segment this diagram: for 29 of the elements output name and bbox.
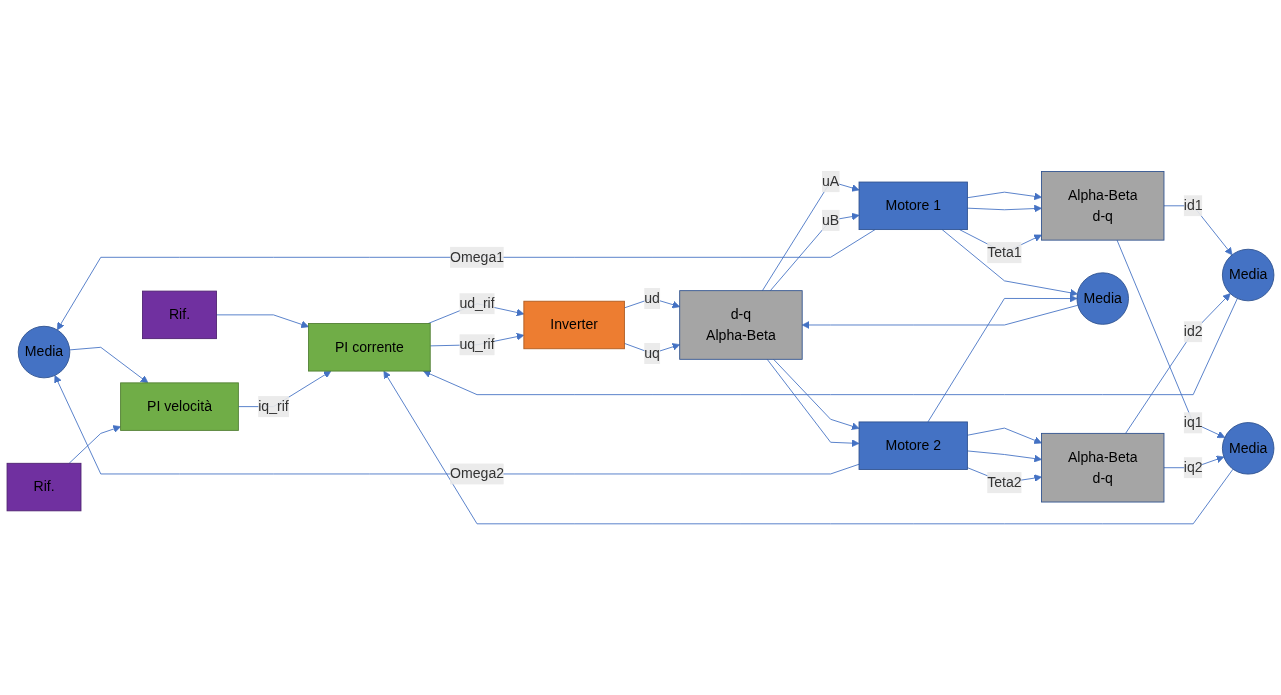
edge-label: uA xyxy=(821,173,840,189)
edge-label: uB xyxy=(821,212,840,228)
edge-label: iq1 xyxy=(1183,414,1203,430)
edge-label: Omega2 xyxy=(450,466,505,482)
node-box: Motore 2 xyxy=(858,421,968,470)
node-box: Rif. xyxy=(142,290,217,340)
edge-label: ud xyxy=(644,290,660,306)
edge-label: iq2 xyxy=(1183,459,1203,475)
node-box: Alpha-Beta d-q xyxy=(1041,433,1165,503)
edge-label: id1 xyxy=(1183,197,1203,213)
edge-label: Teta1 xyxy=(987,244,1022,260)
node-box: Inverter xyxy=(523,300,625,350)
node-box: Rif. xyxy=(6,462,82,512)
node-circle: Media xyxy=(1221,422,1275,475)
edge-label: Omega1 xyxy=(450,249,505,265)
edge-label: id2 xyxy=(1183,323,1203,339)
node-circle: Media xyxy=(1221,248,1275,302)
node-box: Alpha-Beta d-q xyxy=(1041,171,1165,241)
node-box: PI corrente xyxy=(308,323,431,372)
edge-label: Teta2 xyxy=(987,474,1022,490)
edge-label: ud_rif xyxy=(459,295,495,311)
edge-label: uq_rif xyxy=(459,336,495,352)
node-box: PI velocità xyxy=(120,382,239,431)
node-box: Motore 1 xyxy=(858,181,968,231)
node-box: d-q Alpha-Beta xyxy=(679,290,803,360)
node-circle: Media xyxy=(1076,272,1129,325)
edge-label: iq_rif xyxy=(258,398,289,414)
edge-label: uq xyxy=(644,345,660,361)
node-circle: Media xyxy=(17,325,71,379)
